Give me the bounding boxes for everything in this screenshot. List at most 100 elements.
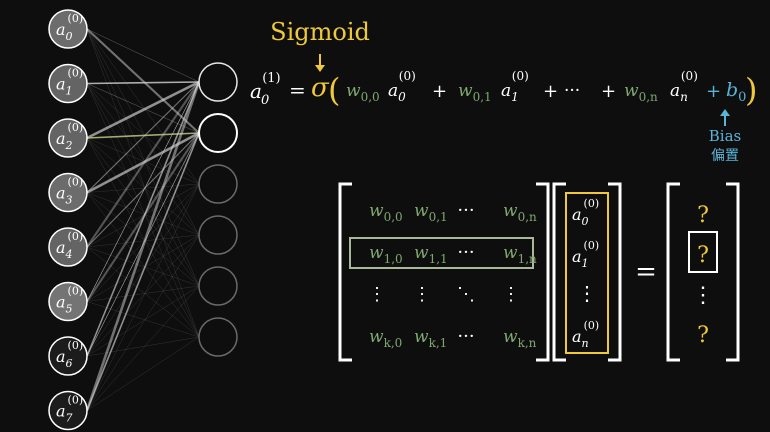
plus-bias: + — [706, 81, 721, 102]
network-edge — [86, 246, 200, 338]
network-edge — [86, 137, 200, 185]
term-0-w-sub: 0,0 — [361, 90, 380, 104]
network-edge — [86, 183, 200, 248]
lhs-label: a — [250, 79, 262, 103]
vector-cell: a0(0) — [572, 197, 599, 228]
ellipsis: ··· — [564, 81, 580, 101]
matrix-cell: w1,0 — [369, 243, 403, 266]
result-right-bracket — [726, 182, 740, 362]
network-edge — [86, 137, 200, 338]
svg-text:a1(0): a1(0) — [501, 69, 529, 104]
term-0-w: w — [346, 81, 361, 101]
term-1-a: a — [501, 81, 511, 101]
matrix-cell: wk,1 — [414, 327, 447, 350]
network-edge — [86, 83, 200, 185]
input-neuron: a1(0) — [48, 63, 88, 104]
vector-cell: ⋮ — [577, 281, 597, 305]
close-paren: ) — [745, 71, 757, 109]
matrix-left-bracket — [338, 182, 352, 362]
svg-text:a0(0): a0 (0) — [388, 69, 416, 104]
result-cell: ? — [697, 243, 709, 268]
term-n-a-sup: (0) — [681, 69, 698, 83]
term-0-a: a — [388, 81, 398, 101]
network-edge — [86, 80, 200, 140]
plus-3: + — [601, 81, 616, 102]
term-0-a-sup: (0) — [399, 69, 416, 83]
svg-text:w0,n: w0,n — [624, 81, 658, 104]
input-neuron: a7(0) — [48, 390, 88, 431]
input-neuron-label: a4(0) — [56, 230, 83, 261]
network-edge — [86, 81, 200, 357]
input-neuron-label: a7(0) — [56, 394, 83, 425]
network-edge — [86, 192, 200, 236]
hidden-neuron — [198, 215, 238, 255]
matrix-cell: ··· — [457, 200, 474, 221]
network-edge — [86, 234, 200, 248]
hidden-layer — [198, 62, 238, 357]
network-edges — [85, 28, 201, 411]
network-edge — [86, 28, 200, 236]
result-cell: ⋮ — [692, 283, 714, 308]
vector-cells: a0(0)a1(0)⋮an(0) — [572, 197, 599, 350]
matrix-cell: ⋱ — [457, 284, 475, 305]
network-edge — [86, 132, 200, 411]
network-edge — [86, 28, 200, 185]
network-edge — [86, 192, 200, 287]
network-edge — [86, 183, 200, 411]
input-neuron-label: a2(0) — [56, 121, 83, 152]
svg-text:a0(1): a0(1) — [250, 71, 281, 108]
network-edge — [86, 28, 200, 287]
network-edge — [86, 81, 200, 85]
input-neuron-label: a5(0) — [56, 285, 83, 316]
network-edge — [86, 137, 200, 287]
network-edge — [86, 28, 200, 338]
network-edge — [86, 234, 200, 357]
matrix-cell: w1,1 — [414, 243, 448, 266]
result-cell: ? — [697, 203, 709, 228]
network-edge — [86, 137, 200, 236]
open-paren: ( — [328, 71, 340, 109]
input-neuron: a5(0) — [48, 281, 88, 322]
term-1-a-sup: (0) — [512, 69, 529, 83]
sigmoid-label: Sigmoid — [270, 18, 370, 46]
network-edge — [86, 336, 200, 357]
network-edge — [86, 246, 200, 287]
network-edge — [86, 81, 200, 193]
network-edge — [86, 234, 200, 411]
vector-cell: a1(0) — [572, 239, 599, 270]
input-neuron: a0(0) — [48, 9, 88, 49]
input-neuron: a3(0) — [48, 172, 88, 213]
input-neuron: a4(0) — [48, 227, 88, 267]
matrix-right-bracket — [536, 182, 550, 362]
network-edge — [86, 83, 200, 338]
svg-text:b0: b0 — [726, 79, 746, 105]
bias-caption-cn: 偏置 — [711, 148, 739, 164]
matrix-cell: w0,0 — [369, 201, 403, 224]
term-0-a-sub: 0 — [398, 90, 406, 104]
equation: Sigmoid a0(1) = σ ( w0,0 a0(0) + w0,1 a1… — [250, 18, 757, 164]
hidden-neuron — [198, 266, 238, 306]
hidden-neuron — [198, 62, 238, 102]
bias-caption: Bias — [709, 127, 741, 145]
vector-right-bracket — [608, 182, 622, 362]
matrix-cell: w1,n — [503, 243, 537, 266]
network-edge — [86, 183, 200, 193]
vector-highlight — [565, 192, 609, 354]
matrix-cell: ⋮ — [368, 284, 386, 305]
network-edge — [86, 132, 200, 248]
svg-text:w0,1: w0,1 — [458, 81, 492, 104]
network-edge — [86, 285, 200, 411]
network-edge — [86, 131, 200, 194]
result-cell: ? — [697, 323, 709, 348]
matrix-row-highlight — [349, 237, 534, 269]
network-edge — [86, 285, 200, 302]
bias-arrow-icon — [720, 109, 730, 126]
network-edge — [86, 81, 200, 248]
network-edge — [86, 28, 200, 83]
term-n-w-sub: 0,n — [639, 90, 658, 104]
result-equals-sign: = — [635, 257, 657, 287]
input-layer: a0(0)a1(0)a2(0)a3(0)a4(0)a5(0)a6(0)a7(0) — [48, 9, 88, 431]
bias-label: b — [726, 79, 738, 101]
sigmoid-arrow-icon — [315, 54, 325, 72]
